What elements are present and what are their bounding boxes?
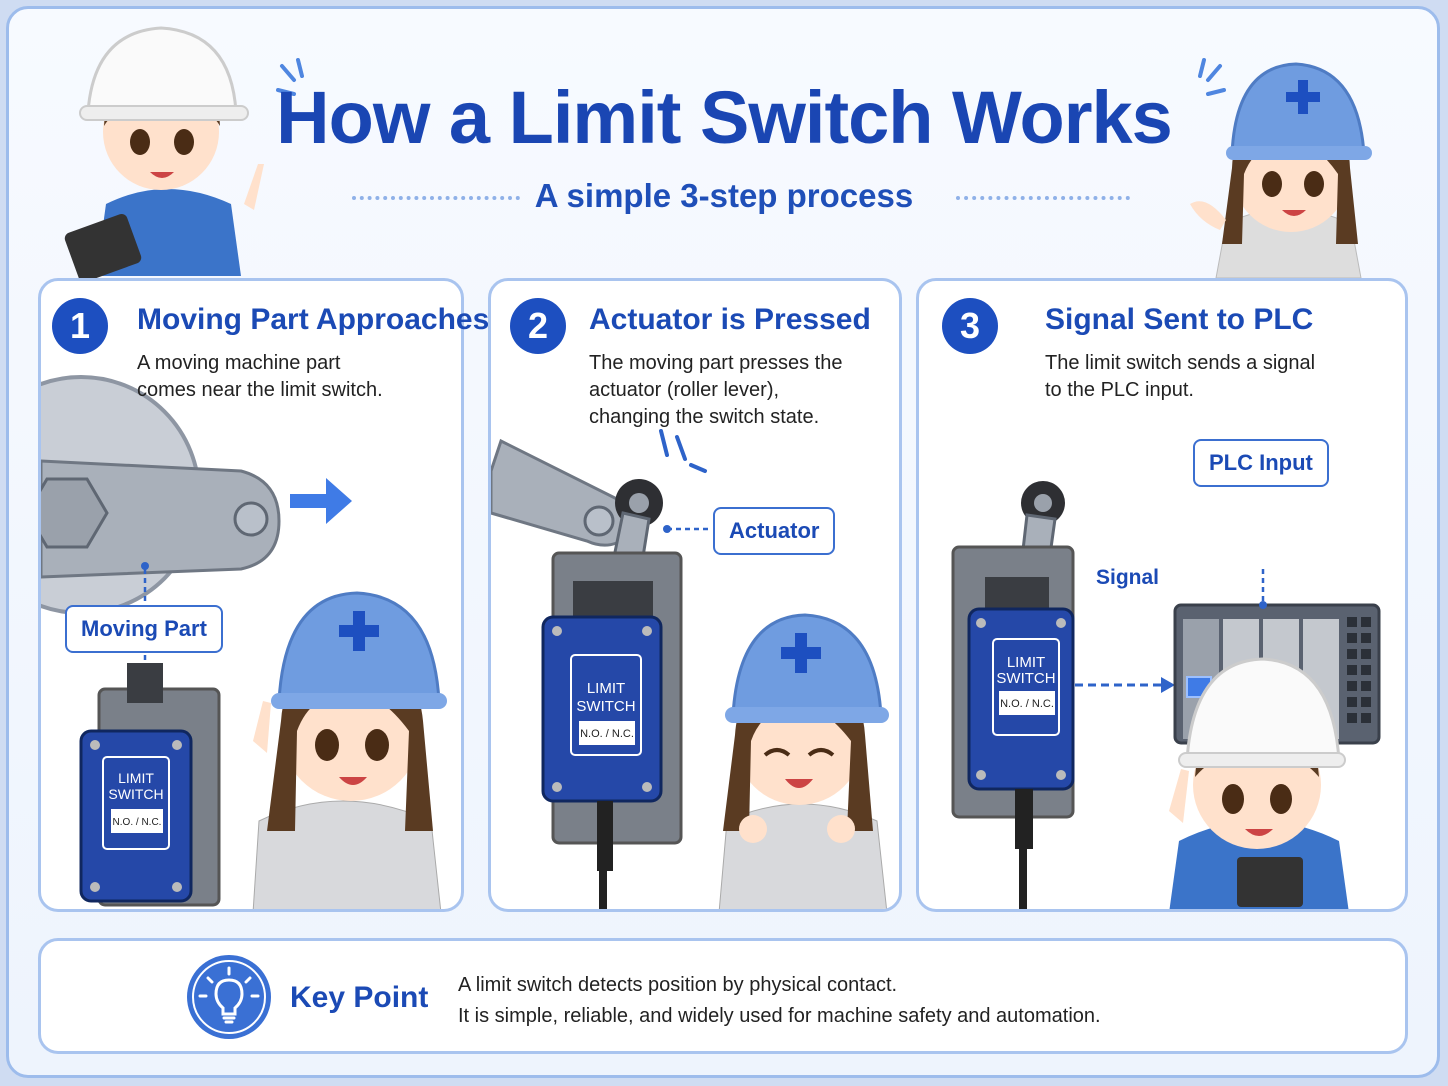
step-1-number: 1 (52, 298, 108, 354)
step-3-number: 3 (942, 298, 998, 354)
actuator-tag: Actuator (713, 507, 836, 555)
switch-1-contacts: N.O. / N.C. (113, 817, 162, 828)
worker-top-right (1190, 62, 1372, 279)
step-2-title: Actuator is Pressed (589, 303, 871, 336)
step-2-desc-line-1: The moving part presses the (589, 352, 843, 374)
step-2-desc-line-2: actuator (roller lever), (589, 379, 780, 401)
key-point-line-2: It is simple, reliable, and widely used … (458, 1005, 1101, 1027)
arrow-right-icon (290, 478, 352, 524)
step-3-desc-line-1: The limit switch sends a signal (1045, 352, 1316, 374)
step-2-panel: LIMIT SWITCH N.O. / N.C. Actuator (488, 278, 902, 912)
switch-2-line2: SWITCH (576, 698, 635, 715)
switch-1-line1: LIMIT (118, 770, 154, 786)
actuator-illustration: LIMIT SWITCH N.O. / N.C. (491, 429, 889, 909)
plc-input-tag: PLC Input (1193, 439, 1329, 487)
step-3-panel: LIMIT SWITCH N.O. / N.C. (916, 278, 1408, 912)
switch-2-contacts: N.O. / N.C. (580, 728, 634, 740)
step-2-desc-line-3: changing the switch state. (589, 406, 820, 428)
worker-top-left (64, 26, 264, 283)
lightbulb-icon (187, 955, 271, 1039)
step-1-desc-line-2: comes near the limit switch. (137, 379, 383, 401)
step-3-title: Signal Sent to PLC (1045, 303, 1314, 336)
signal-label: Signal (1096, 566, 1160, 589)
step-2-number: 2 (510, 298, 566, 354)
step-3-desc-line-2: to the PLC input. (1045, 379, 1194, 401)
switch-3-line1: LIMIT (1007, 654, 1045, 671)
step-1-desc-line-1: A moving machine part (137, 352, 341, 374)
step-1-title: Moving Part Approaches (137, 303, 490, 336)
page-title: How a Limit Switch Works (276, 76, 1173, 159)
switch-1-line2: SWITCH (108, 786, 163, 802)
title-sparkle-left (276, 58, 304, 96)
title-sparkle-right (1198, 58, 1226, 96)
key-point-line-1: A limit switch detects position by physi… (458, 974, 898, 996)
moving-part-tag: Moving Part (65, 605, 223, 653)
step-1-panel: LIMIT SWITCH N.O. / N.C. Moving Part (38, 278, 464, 912)
step-3-description: The limit switch sends a signal to the P… (1045, 350, 1315, 404)
switch-3-contacts: N.O. / N.C. (1000, 698, 1054, 710)
switch-2-line1: LIMIT (587, 680, 625, 697)
subtitle-divider-right (956, 196, 1130, 200)
plc-signal-illustration: LIMIT SWITCH N.O. / N.C. (951, 481, 1381, 909)
step-1-description: A moving machine part comes near the lim… (137, 350, 383, 404)
step-2-description: The moving part presses the actuator (ro… (589, 350, 842, 431)
subtitle-divider-left (352, 196, 520, 200)
moving-part-illustration: LIMIT SWITCH N.O. / N.C. (41, 375, 447, 909)
key-point-text: A limit switch detects position by physi… (458, 970, 1101, 1032)
switch-3-line2: SWITCH (996, 670, 1055, 687)
page-subtitle: A simple 3-step process (534, 177, 914, 214)
key-point-label: Key Point (290, 981, 429, 1014)
